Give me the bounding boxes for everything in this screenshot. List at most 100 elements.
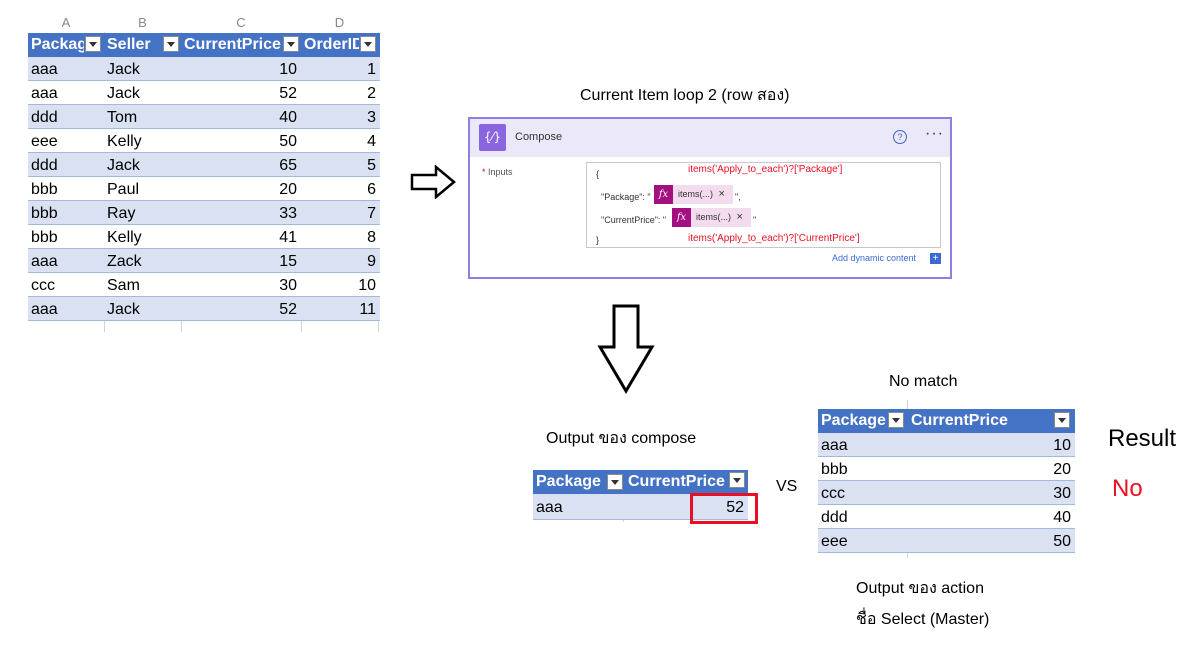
table-cell[interactable]: 30 xyxy=(1053,485,1071,502)
table-cell[interactable]: 8 xyxy=(367,229,376,246)
table-cell[interactable]: Kelly xyxy=(107,133,142,150)
table-row[interactable]: aaa Jack 52 11 xyxy=(28,297,380,321)
filter-dropdown-package[interactable] xyxy=(85,36,101,52)
required-mark: * xyxy=(482,167,486,177)
table-cell[interactable]: 20 xyxy=(279,181,297,198)
compose-card-header[interactable]: {⁄} Compose ? ··· xyxy=(470,119,950,157)
table-cell[interactable]: 9 xyxy=(367,253,376,270)
table-cell[interactable]: ddd xyxy=(821,509,848,526)
table-row[interactable]: aaa Jack 52 2 xyxy=(28,81,380,105)
table-cell[interactable]: 41 xyxy=(279,229,297,246)
package-key-text: "Package": " xyxy=(601,192,651,202)
add-dynamic-content-link[interactable]: Add dynamic content xyxy=(832,253,917,263)
table-row[interactable]: ccc Sam 30 10 xyxy=(28,273,380,297)
table-cell[interactable]: aaa xyxy=(31,253,58,270)
table-cell[interactable]: Paul xyxy=(107,181,140,198)
table-cell[interactable]: 20 xyxy=(1053,461,1071,478)
table-cell[interactable]: bbb xyxy=(31,181,58,198)
table-cell[interactable]: 50 xyxy=(279,133,297,150)
package-expression-token[interactable]: items(...) × xyxy=(673,185,733,204)
table-cell[interactable]: 10 xyxy=(358,277,376,294)
table-cell[interactable]: Jack xyxy=(107,85,140,102)
column-letter-a: A xyxy=(61,15,71,30)
inputs-label-text: Inputs xyxy=(488,167,513,177)
table-cell[interactable]: 10 xyxy=(279,61,297,78)
table-cell[interactable]: 30 xyxy=(279,277,297,294)
table-cell[interactable]: ccc xyxy=(821,485,845,502)
table-cell[interactable]: 5 xyxy=(367,157,376,174)
table-row[interactable]: ccc 30 xyxy=(818,481,1075,505)
table-row[interactable]: aaa 52 xyxy=(533,494,748,520)
table-cell[interactable]: eee xyxy=(31,133,58,150)
table-cell[interactable]: bbb xyxy=(31,205,58,222)
table-cell[interactable]: bbb xyxy=(31,229,58,246)
table-cell[interactable]: Sam xyxy=(107,277,140,294)
table-row[interactable]: ddd Jack 65 5 xyxy=(28,153,380,177)
filter-dropdown-package[interactable] xyxy=(888,412,904,428)
table-cell[interactable]: aaa xyxy=(536,499,563,516)
compose-action-card[interactable]: {⁄} Compose ? ··· * Inputs { "Package": … xyxy=(468,117,952,279)
table-cell[interactable]: aaa xyxy=(821,437,848,454)
table-row[interactable]: aaa Zack 15 9 xyxy=(28,249,380,273)
table-row[interactable]: ddd 40 xyxy=(818,505,1075,529)
price-highlight-box xyxy=(690,493,758,524)
filter-dropdown-currentprice[interactable] xyxy=(729,472,745,488)
table-cell[interactable]: aaa xyxy=(31,85,58,102)
table-row[interactable]: aaa 10 xyxy=(818,433,1075,457)
table-cell[interactable]: Jack xyxy=(107,301,140,318)
table-cell[interactable]: ddd xyxy=(31,157,58,174)
filter-dropdown-package[interactable] xyxy=(607,474,623,490)
close-brace: } xyxy=(596,235,600,245)
table-cell[interactable]: 40 xyxy=(1053,509,1071,526)
help-icon[interactable]: ? xyxy=(893,130,907,144)
table-cell[interactable]: 3 xyxy=(367,109,376,126)
table-cell[interactable]: Jack xyxy=(107,61,140,78)
currentprice-expression-token[interactable]: items(...) × xyxy=(691,208,751,227)
table-cell[interactable]: 52 xyxy=(279,85,297,102)
table-row[interactable]: ddd Tom 40 3 xyxy=(28,105,380,129)
table-cell[interactable]: Ray xyxy=(107,205,136,222)
table-cell[interactable]: 11 xyxy=(359,301,376,318)
table-cell[interactable]: 65 xyxy=(279,157,297,174)
table-cell[interactable]: 2 xyxy=(367,85,376,102)
remove-token-icon[interactable]: × xyxy=(736,211,743,223)
table-cell[interactable]: 52 xyxy=(279,301,297,318)
table-cell[interactable]: Zack xyxy=(107,253,142,270)
table-cell[interactable]: aaa xyxy=(31,301,58,318)
table-cell[interactable]: ddd xyxy=(31,109,58,126)
table-cell[interactable]: 52 xyxy=(726,499,744,516)
table-row[interactable]: eee Kelly 50 4 xyxy=(28,129,380,153)
table-row[interactable]: bbb 20 xyxy=(818,457,1075,481)
table-row[interactable]: eee 50 xyxy=(818,529,1075,553)
result-value: No xyxy=(1112,475,1143,502)
table-cell[interactable]: 10 xyxy=(1053,437,1071,454)
table-cell[interactable]: bbb xyxy=(821,461,848,478)
filter-dropdown-orderid[interactable] xyxy=(360,36,376,52)
table-cell[interactable]: Jack xyxy=(107,157,140,174)
table-cell[interactable]: Kelly xyxy=(107,229,142,246)
table-cell[interactable]: ccc xyxy=(31,277,55,294)
fx-icon: fx xyxy=(672,208,691,227)
table-row[interactable]: aaa Jack 10 1 xyxy=(28,57,380,81)
table-cell[interactable]: aaa xyxy=(31,61,58,78)
table-cell[interactable]: 4 xyxy=(367,133,376,150)
table-cell[interactable]: 1 xyxy=(367,61,376,78)
add-dynamic-content-plus-icon[interactable]: + xyxy=(930,253,941,264)
remove-token-icon[interactable]: × xyxy=(718,188,725,200)
table-cell[interactable]: 6 xyxy=(367,181,376,198)
filter-dropdown-currentprice[interactable] xyxy=(283,36,299,52)
table-row[interactable]: bbb Kelly 41 8 xyxy=(28,225,380,249)
more-options-icon[interactable]: ··· xyxy=(925,125,944,142)
table-cell[interactable]: eee xyxy=(821,533,848,550)
table-cell[interactable]: Tom xyxy=(107,109,138,126)
filter-dropdown-seller[interactable] xyxy=(163,36,179,52)
table-cell[interactable]: 15 xyxy=(279,253,297,270)
table-cell[interactable]: 33 xyxy=(279,205,297,222)
table-cell[interactable]: 7 xyxy=(367,205,376,222)
inputs-field[interactable]: { "Package": " fx items(...) × ", "Curre… xyxy=(586,162,941,248)
table-cell[interactable]: 40 xyxy=(279,109,297,126)
table-row[interactable]: bbb Paul 20 6 xyxy=(28,177,380,201)
table-cell[interactable]: 50 xyxy=(1053,533,1071,550)
filter-dropdown-currentprice[interactable] xyxy=(1054,412,1070,428)
table-row[interactable]: bbb Ray 33 7 xyxy=(28,201,380,225)
